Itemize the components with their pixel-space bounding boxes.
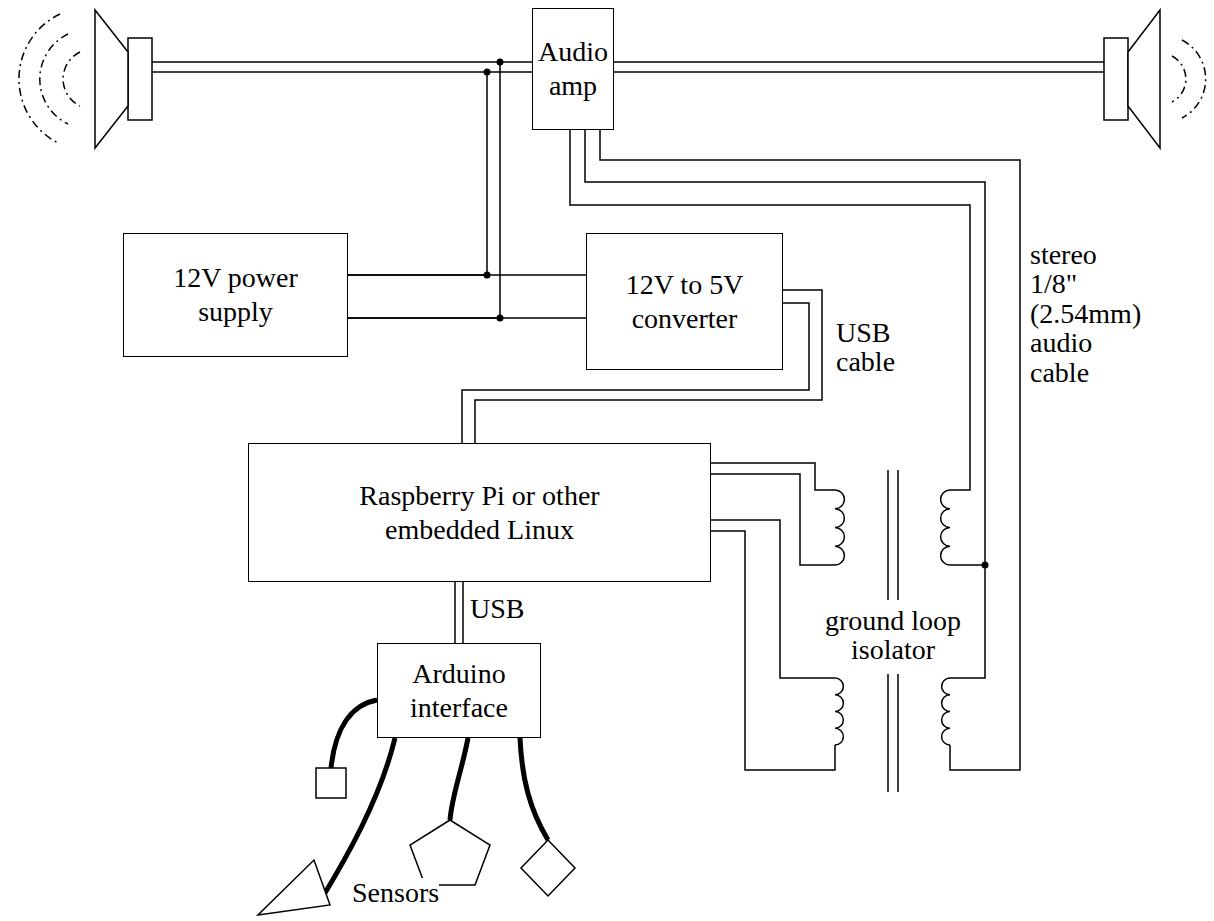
sensors-label: Sensors xyxy=(352,878,439,907)
wire-connector xyxy=(455,582,463,643)
node-label: Audio amp xyxy=(538,35,608,102)
interface-box: Arduino interface xyxy=(377,643,541,738)
speaker-wire xyxy=(152,62,1104,72)
wire-connector xyxy=(348,275,586,318)
node-label: 12V power supply xyxy=(136,261,336,328)
node-label: 12V to 5V converter xyxy=(595,268,775,335)
computer-box: Raspberry Pi or other embedded Linux xyxy=(248,443,711,582)
coil-winding xyxy=(835,678,843,745)
speaker-symbol xyxy=(19,10,152,148)
cable-label: USB cable xyxy=(836,318,895,377)
coil-winding xyxy=(942,678,950,745)
cable-label: USB xyxy=(470,594,524,623)
coil-winding xyxy=(941,490,950,565)
node-label: Arduino interface xyxy=(389,657,529,724)
isolator-label: ground loop isolator xyxy=(808,606,978,665)
node-label: Raspberry Pi or other embedded Linux xyxy=(325,479,635,546)
power-supply-box: 12V power supply xyxy=(123,233,348,357)
amplifier-box: Audio amp xyxy=(532,8,614,130)
converter-box: 12V to 5V converter xyxy=(586,233,783,370)
speaker-symbol xyxy=(1104,10,1206,148)
wire-connector xyxy=(348,62,532,318)
cable-label: stereo 1/8" (2.54mm) audio cable xyxy=(1030,240,1141,387)
coil-winding xyxy=(835,490,844,565)
